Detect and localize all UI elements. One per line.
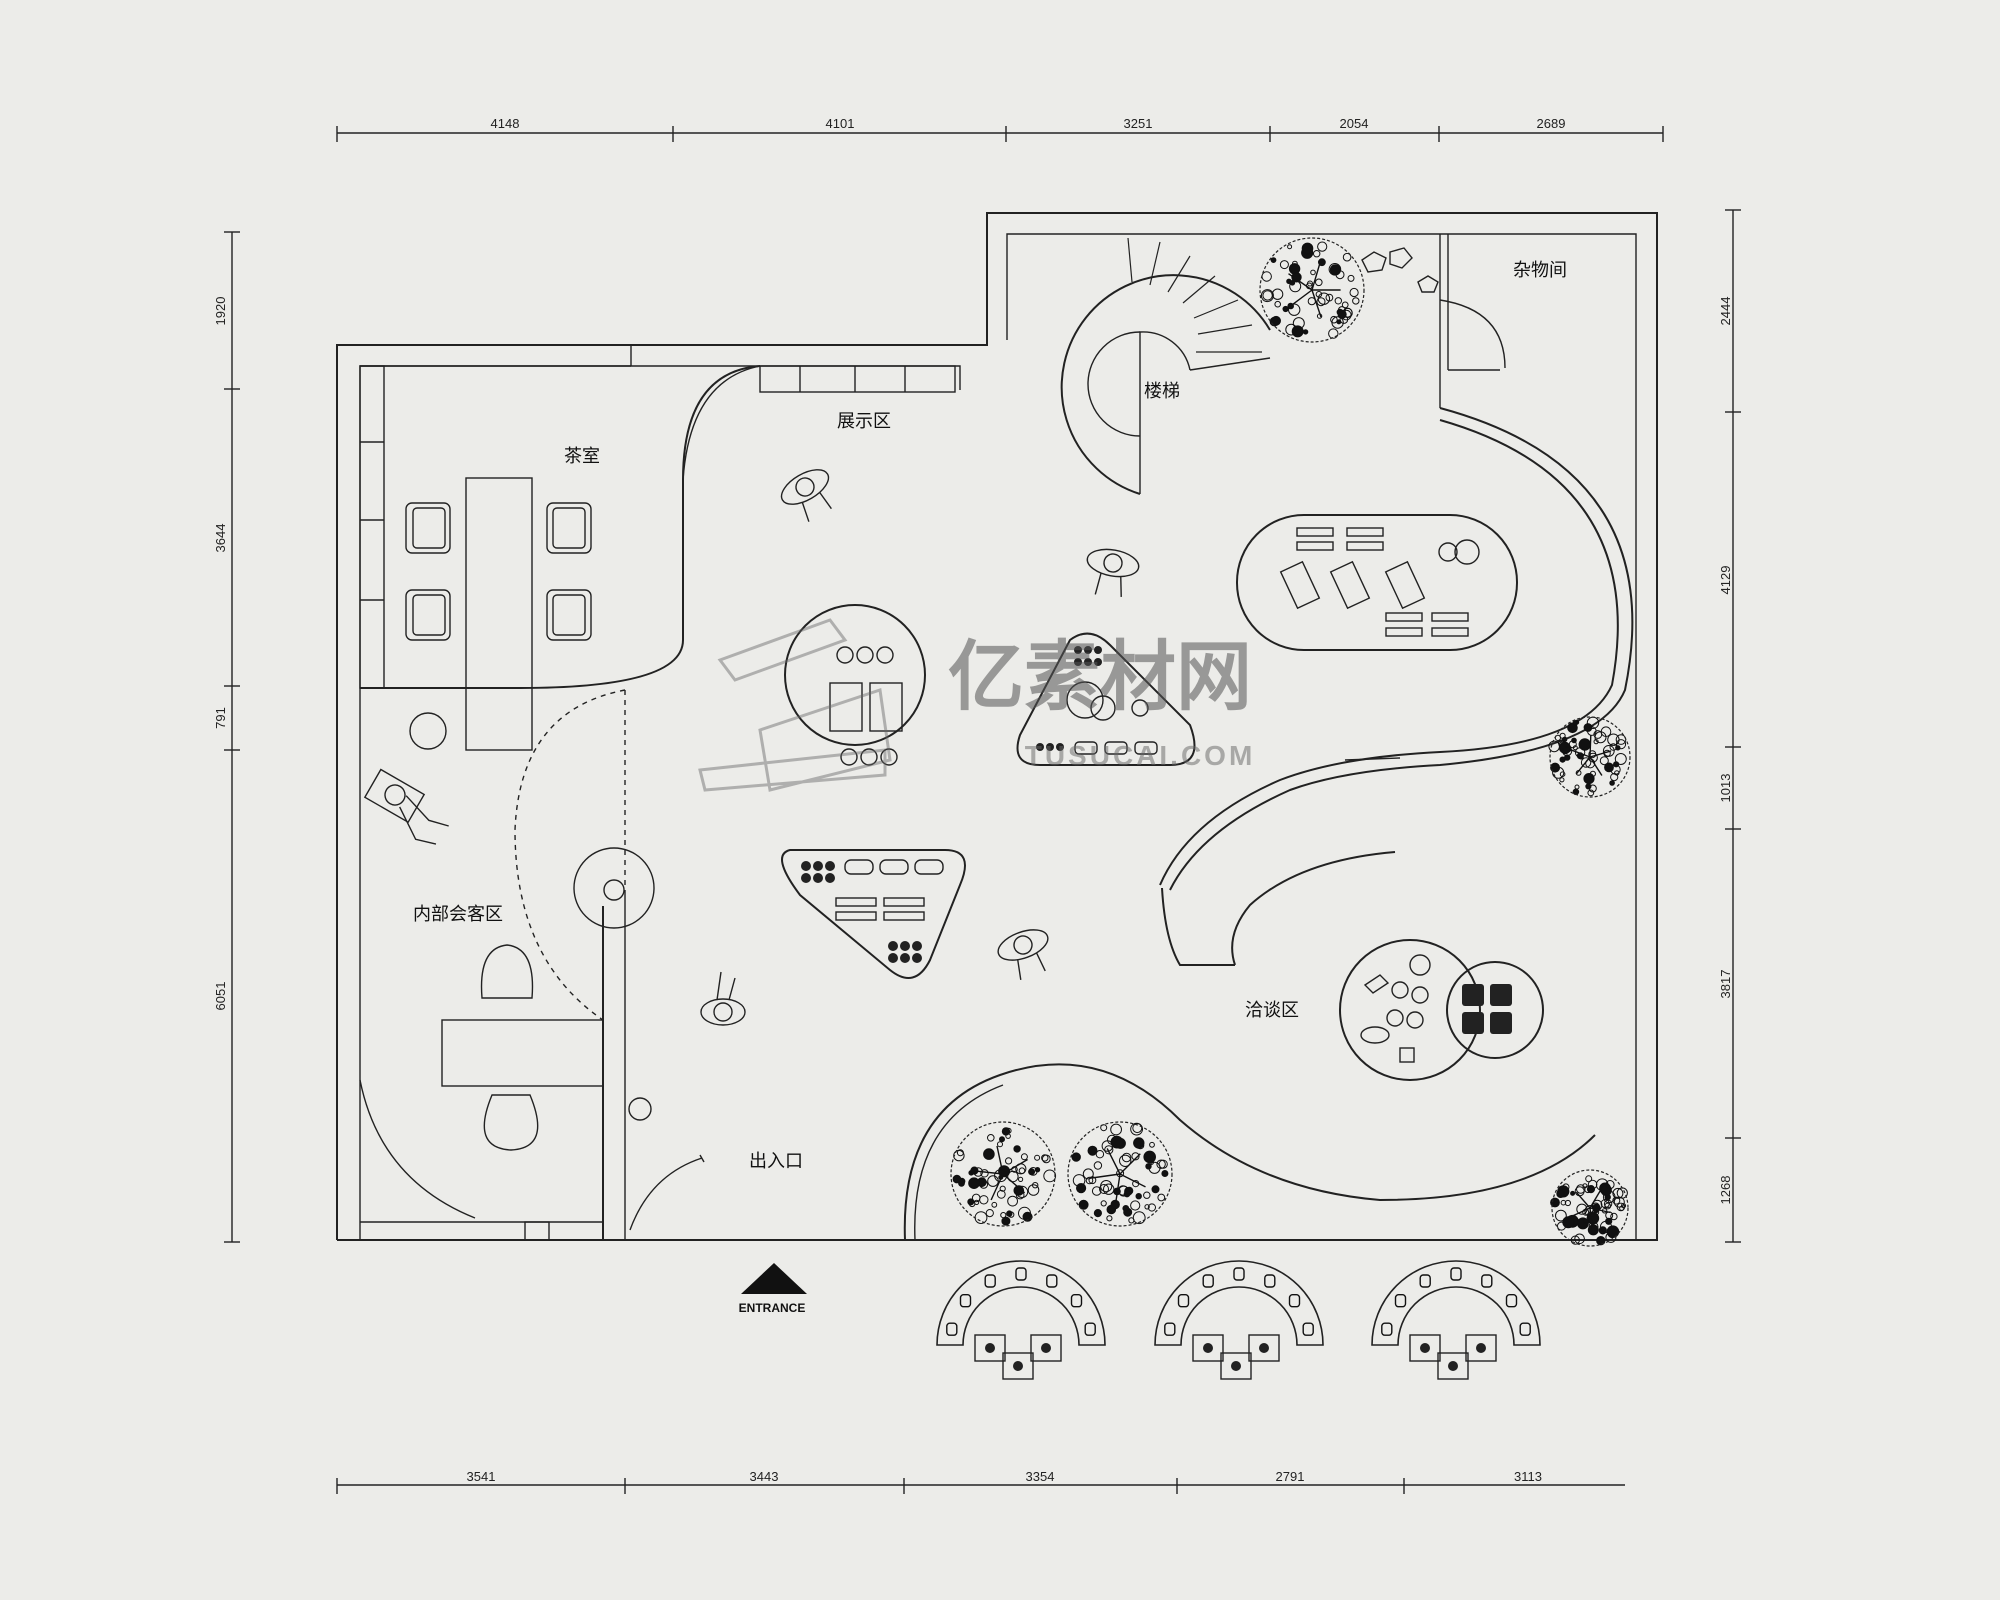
dim-right-1: 2444 [1718,297,1733,326]
dim-right-2: 4129 [1718,566,1733,595]
dim-left-4: 6051 [213,982,228,1011]
trees [950,237,1631,1247]
internal-reception-area: 内部会客区 [359,689,655,1241]
negotiation-area: 洽谈区 [1245,939,1544,1081]
watermark-main: 亿素材网 [948,632,1252,721]
dim-top-4: 2054 [1340,116,1369,131]
triangle-display-table-lower [781,849,966,979]
outdoor-bench-group [936,1260,1106,1380]
dim-left-1: 1920 [213,297,228,326]
tea-table [465,477,533,751]
tree-icon [1067,1121,1173,1227]
curved-partitions [903,407,1634,1241]
people [700,469,1140,1026]
watermark-sub: TUSUCAI.COM [1025,740,1256,771]
dim-bottom-5: 3113 [1514,1469,1542,1484]
reception-chair-bottom [483,1094,539,1151]
label-stairs: 楼梯 [1144,381,1180,402]
tree-icon [1548,716,1631,798]
dim-bottom-3: 3354 [1026,1469,1055,1484]
negotiation-table [1339,939,1481,1081]
tree-icon [950,1121,1057,1227]
game-table [1446,961,1544,1059]
left-dimension-line: 1920 3644 791 6051 [213,231,240,1243]
oval-display-table [1236,514,1518,651]
outdoor-bench-group [1154,1260,1324,1380]
label-storage: 杂物间 [1513,260,1567,281]
label-display-area: 展示区 [837,411,891,432]
dim-left-2: 3644 [213,524,228,553]
person-1 [780,469,832,522]
person-lounging [363,768,449,845]
right-dimension-line: 2444 4129 1013 3817 1268 [1718,209,1741,1243]
reception-chair-top [480,944,534,999]
dim-bottom-1: 3541 [467,1469,496,1484]
person-4 [700,971,746,1026]
dim-top-1: 4148 [491,116,520,131]
dim-top-2: 4101 [826,116,855,131]
top-dimension-line: 4148 4101 3251 2054 2689 [336,116,1664,142]
stones [1361,247,1439,293]
outdoor-bench-group [1371,1260,1541,1380]
tree-icon [1259,237,1365,343]
dim-right-5: 1268 [1718,1176,1733,1205]
entrance-arrow-icon [741,1263,807,1294]
label-tea-room: 茶室 [564,446,600,467]
dim-top-3: 3251 [1124,116,1153,131]
dim-right-3: 1013 [1718,774,1733,803]
outdoor-seating [936,1260,1541,1380]
storage-room: 杂物间 [1361,234,1567,408]
entrance-marker: 出入口 ENTRANCE [629,1151,807,1315]
tree-icon [1550,1169,1629,1247]
bottom-dimension-line: 3541 3443 3354 2791 3113 [336,1469,1625,1494]
display-area: 展示区 [781,411,1518,979]
watermark: 亿素材网 TUSUCAI.COM [698,618,1256,792]
dim-right-4: 3817 [1718,970,1733,999]
tea-room: 茶室 [360,365,761,751]
triangle-display-table-upper [1016,632,1196,766]
label-negotiation-area: 洽谈区 [1245,1000,1299,1021]
tea-chairs [405,502,592,641]
dim-left-3: 791 [213,707,228,729]
entrance-label: ENTRANCE [739,1301,806,1315]
dim-bottom-2: 3443 [750,1469,779,1484]
label-entrance-exit: 出入口 [749,1151,803,1172]
reception-desk [441,1019,604,1087]
person-3 [997,929,1049,980]
round-display-table [784,604,926,766]
dim-bottom-4: 2791 [1276,1469,1305,1484]
spiral-stairs: 楼梯 [1060,237,1271,495]
person-2 [1086,548,1140,597]
outer-walls [336,212,1658,1241]
dim-top-5: 2689 [1537,116,1566,131]
label-internal-reception: 内部会客区 [413,904,503,925]
